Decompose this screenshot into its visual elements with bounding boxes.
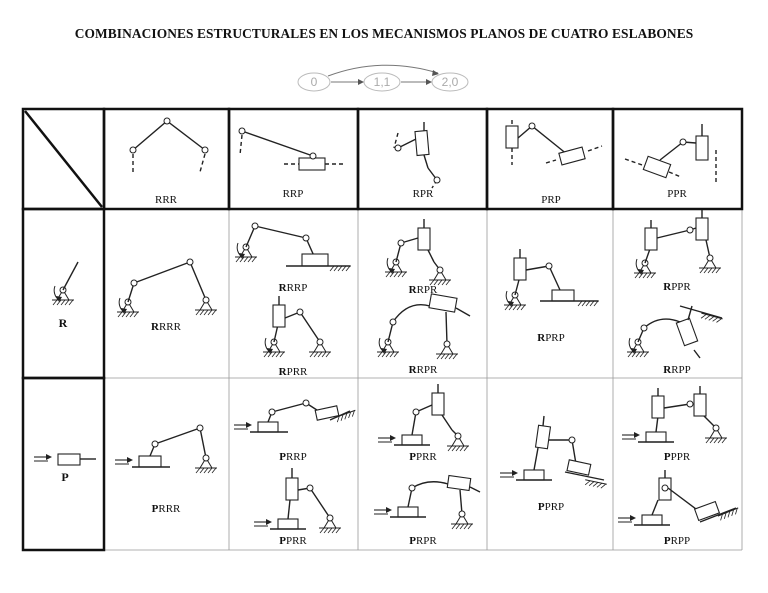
mechanism-rrpp [627,305,724,359]
mechanism-prpr-2 [373,474,481,529]
mechanism-prrr [114,424,217,473]
mechanism-prpp [617,470,741,526]
diagram-title: COMBINACIONES ESTRUCTURALES EN LOS MECAN… [74,26,694,41]
header-label-rpr: RPR [413,188,434,200]
mechanism-prrp [233,399,358,433]
label-prpr-2: PRPR [409,535,437,547]
label-pppr: PPPR [664,451,691,463]
label-pprr: PPRR [279,535,307,547]
mechanism-rppr [634,210,721,278]
mechanism-rrpr-2 [377,293,471,359]
table-grid [21,107,744,552]
flow-node-0: 0 [311,75,318,89]
label-prpr-1: PPRR [409,451,437,463]
label-rprr: RPRR [279,366,308,378]
label-rprp: RPRP [537,332,565,344]
label-rrpp: RRPP [663,364,691,376]
header-mechanism-prp [505,120,603,166]
mechanism-rprp [504,249,600,310]
header-mechanism-rrr [129,117,209,173]
mechanism-rrpr-1 [385,219,451,285]
mechanism-pprp [499,415,608,490]
mechanism-pppr [621,386,727,443]
label-rrrp: RRRP [279,282,308,294]
mechanism-rprr [263,296,331,357]
header-mechanism-ppr [624,124,717,182]
label-rrrr: RRRR [151,321,182,333]
mechanism-rrrr [117,258,217,317]
label-prrr: PRRR [152,503,181,515]
mechanism-prpr-1 [377,384,469,451]
label-rppr: RPPR [663,281,691,293]
row-label-p: P [61,470,68,484]
header-label-rrp: RRP [283,188,304,200]
label-pprp: PPRP [538,501,564,513]
flow-node-1: 1,1 [374,75,391,89]
header-mechanism-rpr [393,122,441,189]
mechanism-pprr [253,468,341,533]
mechanism-rrrp [235,222,352,272]
flow-node-2: 2,0 [442,75,459,89]
label-prpp: PRPP [664,535,690,547]
header-label-prp: PRP [541,194,561,206]
label-rrpr-1: RRPR [409,284,438,296]
row-input-prismatic-mechanism [33,453,96,466]
header-mechanism-rrp [238,127,344,171]
header-label-rrr: RRR [155,194,178,206]
label-prrp: PRRP [279,451,307,463]
label-rrpr-2: RRPR [409,364,438,376]
row-input-rotary-mechanism [52,261,79,305]
flow-indicator: 0 1,1 2,0 [297,64,469,92]
header-label-ppr: PPR [667,188,687,200]
row-label-r: R [59,316,68,330]
